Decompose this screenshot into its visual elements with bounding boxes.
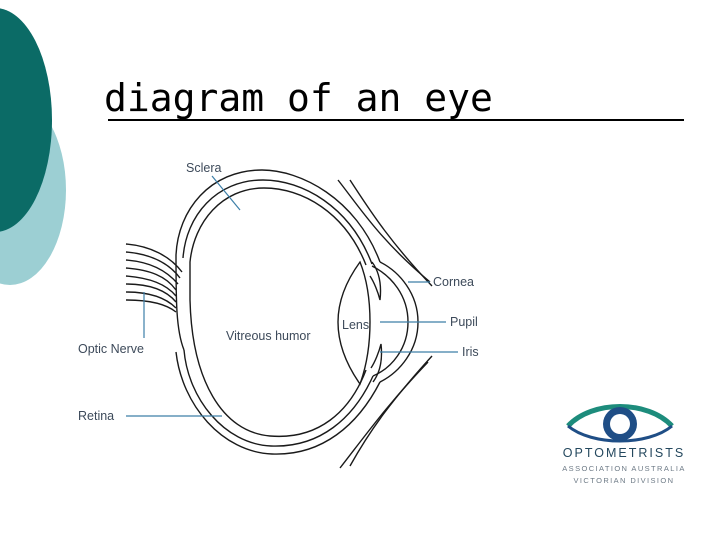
upper-eyelid	[337, 179, 431, 283]
lower-eyelid-2	[339, 361, 429, 469]
lower-eyelid	[349, 355, 433, 467]
leader-sclera	[211, 175, 241, 211]
label-vitreous-humor: Vitreous humor	[226, 329, 311, 343]
optometrists-logo: OPTOMETRISTS ASSOCIATION AUSTRALIA VICTO…	[540, 398, 700, 498]
upper-eyelid-2	[349, 179, 433, 287]
logo-name: OPTOMETRISTS	[562, 446, 686, 460]
label-iris: Iris	[462, 345, 479, 359]
iris-lower	[370, 343, 383, 383]
retina-wall	[189, 187, 367, 438]
cornea-inner	[371, 265, 409, 377]
choroid-layer	[182, 179, 374, 447]
optic-nerve-bundle	[125, 243, 185, 351]
label-lens: Lens	[342, 318, 369, 332]
label-retina: Retina	[78, 409, 114, 423]
slide-title: diagram of an eye	[104, 76, 493, 120]
sclera-outer	[175, 169, 381, 455]
label-optic-nerve: Optic Nerve	[78, 342, 144, 356]
label-cornea: Cornea	[433, 275, 474, 289]
logo-subtitle-1: ASSOCIATION AUSTRALIA	[562, 464, 686, 473]
corner-shape-dark	[0, 8, 52, 232]
logo-subtitle-2: VICTORIAN DIVISION	[573, 476, 675, 485]
lens	[337, 260, 371, 386]
iris-upper	[369, 261, 382, 301]
title-underline	[108, 119, 684, 121]
label-pupil: Pupil	[450, 315, 478, 329]
eye-logo-icon	[566, 404, 674, 443]
corner-decoration	[0, 8, 66, 285]
label-sclera: Sclera	[186, 161, 221, 175]
